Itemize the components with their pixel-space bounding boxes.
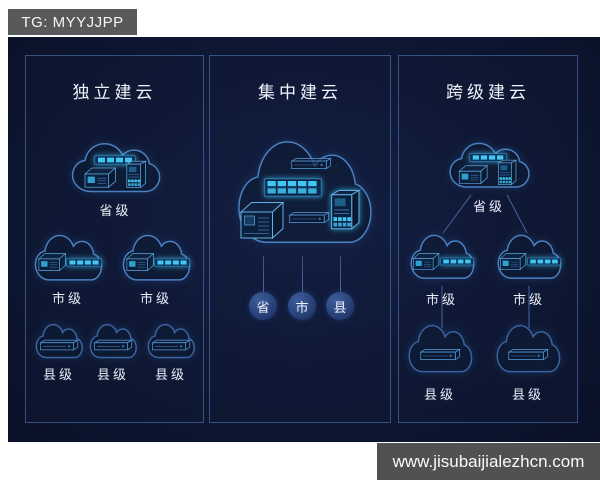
city-cloud-node: 市级 [120, 232, 192, 307]
node-label: 县级 [511, 387, 544, 402]
tag-badge: TG: MYYJJPP [8, 9, 137, 35]
server-box-icon [411, 251, 441, 271]
watermark-bar: www.jisubaijialezhcn.com [377, 443, 600, 480]
server-rack-icon [496, 159, 518, 187]
server-flat-icon [38, 339, 80, 351]
provincial-cloud-node: 省级 [68, 140, 163, 220]
server-bar-icon [527, 257, 561, 266]
connector-line [340, 256, 341, 292]
node-label: 县级 [423, 387, 456, 402]
server-flat-icon [287, 211, 331, 224]
county-cloud-node: 县级 [494, 322, 562, 402]
server-flat-icon [150, 339, 192, 351]
connector-lines [441, 194, 530, 328]
server-box-icon [36, 251, 68, 272]
central-datacenter-cloud-node [232, 134, 376, 256]
node-label: 省级 [472, 199, 505, 214]
connector-line [302, 256, 303, 292]
node-label: 县级 [96, 367, 129, 382]
city-cloud-node: 市级 [408, 232, 476, 308]
provincial-cloud-node: 省级 [446, 140, 532, 215]
panel-cross-level-cloud: 跨级建云 省级 市级 市级 县级 [398, 55, 578, 423]
city-cloud-node: 市级 [495, 232, 563, 308]
node-label: 市级 [51, 291, 84, 306]
county-cloud-node: 县级 [34, 322, 84, 382]
city-cloud-node: 市级 [32, 232, 104, 307]
node-label: 市级 [512, 292, 545, 307]
node-label: 市级 [425, 292, 458, 307]
level-circle-label: 省 [256, 299, 270, 315]
level-circle-province: 省 [249, 292, 277, 320]
panel-centralized-cloud: 集中建云 省 市 县 [209, 55, 391, 423]
server-rack-icon [328, 187, 362, 234]
panel-title: 跨级建云 [446, 83, 530, 102]
server-box-icon [456, 163, 490, 185]
server-box-icon [124, 251, 156, 272]
server-box-icon [82, 165, 118, 189]
node-label: 县级 [42, 367, 75, 382]
server-2u-icon [264, 178, 322, 197]
level-circle-label: 县 [333, 299, 347, 315]
panel-independent-cloud: 独立建云 省级 市级 市级 县级 [25, 55, 204, 423]
server-flat-icon [92, 339, 134, 351]
server-rack-icon [124, 160, 148, 190]
panel-title: 集中建云 [258, 83, 342, 102]
server-flat-icon [289, 157, 333, 170]
panel-title: 独立建云 [72, 83, 157, 102]
server-box-icon [498, 251, 528, 271]
server-bar-icon [154, 258, 190, 267]
server-flat-icon [418, 348, 462, 361]
diagram-canvas: 独立建云 省级 市级 市级 县级 [8, 37, 600, 442]
node-label: 省级 [99, 203, 132, 218]
server-bar-icon [440, 257, 474, 266]
node-label: 县级 [154, 367, 187, 382]
county-cloud-node: 县级 [406, 322, 474, 402]
level-circle-county: 县 [326, 292, 354, 320]
level-circle-city: 市 [288, 292, 316, 320]
connector-line [263, 256, 264, 292]
server-chassis-icon [237, 198, 293, 241]
tag-badge-label: TG: MYYJJPP [21, 13, 124, 31]
watermark-url: www.jisubaijialezhcn.com [392, 451, 585, 471]
node-label: 市级 [139, 291, 172, 306]
county-cloud-node: 县级 [88, 322, 138, 382]
county-cloud-node: 县级 [146, 322, 196, 382]
server-flat-icon [506, 348, 550, 361]
level-circle-label: 市 [295, 299, 309, 315]
server-bar-icon [66, 258, 102, 267]
